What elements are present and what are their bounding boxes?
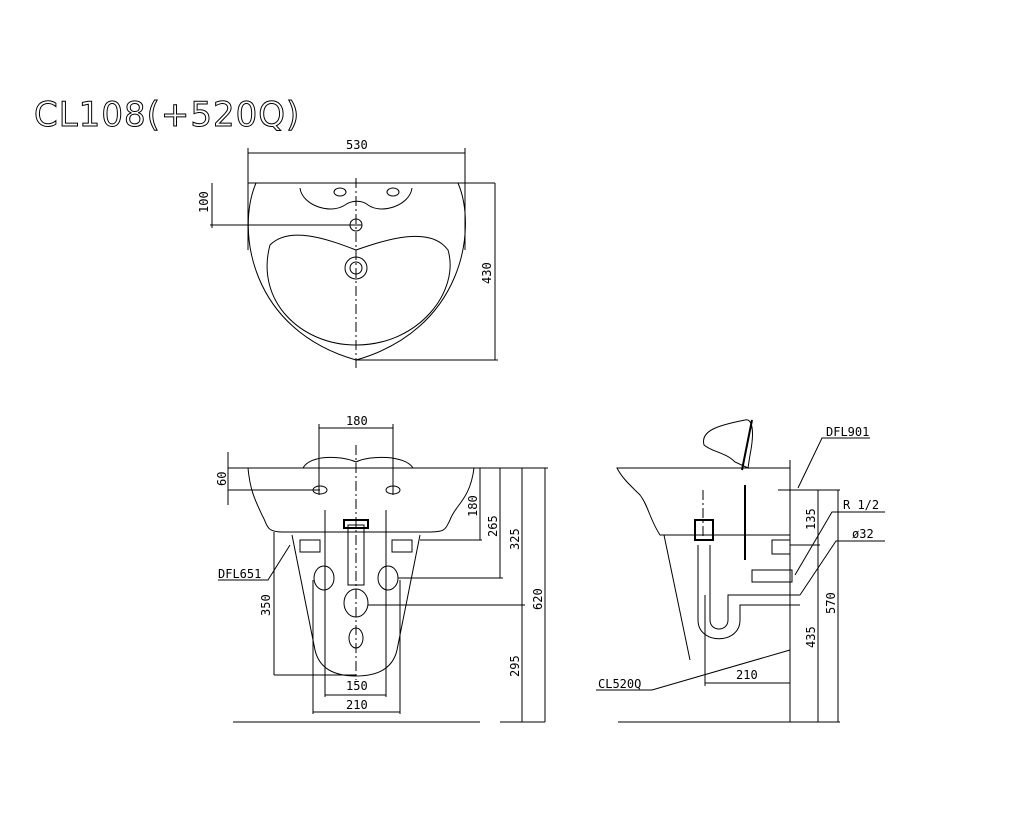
dim-150: 150: [346, 679, 368, 693]
dim-60: 60: [215, 472, 229, 486]
top-view: 530 100 430: [197, 138, 498, 368]
basin-outline: [247, 182, 466, 361]
faucet: [703, 419, 753, 469]
dim-210-side: 210: [736, 668, 758, 682]
p-trap: [697, 545, 800, 640]
basin-side: [616, 467, 791, 536]
dim-135: 135: [804, 508, 818, 530]
label-r-half: R 1/2: [843, 498, 879, 512]
dim-180-vertical: 180: [466, 495, 480, 517]
dim-530: 530: [346, 138, 368, 152]
dim-430: 430: [480, 262, 494, 284]
dim-100: 100: [197, 191, 211, 213]
front-view: 180 60 180 265 325 295 620 350 150 210: [215, 414, 548, 723]
dim-325: 325: [508, 528, 522, 550]
tap-deck-front: [302, 456, 414, 469]
pedestal-side: [663, 534, 691, 661]
drawing-title: CL108(+520Q): [34, 95, 300, 135]
side-view: 135 435 570 210 DFL901 R 1/2 ø32 CL520Q: [596, 419, 885, 723]
dim-570: 570: [824, 592, 838, 614]
dim-620: 620: [531, 588, 545, 610]
dim-180-horizontal: 180: [346, 414, 368, 428]
dim-435: 435: [804, 626, 818, 648]
dim-295: 295: [508, 655, 522, 677]
bowl: [266, 234, 451, 346]
dim-350: 350: [259, 594, 273, 616]
label-dfl901: DFL901: [826, 425, 869, 439]
label-cl520q: CL520Q: [598, 677, 641, 691]
dim-265: 265: [486, 515, 500, 537]
dim-210: 210: [346, 698, 368, 712]
basin-front: [247, 467, 475, 533]
label-dfl651: DFL651: [218, 567, 261, 581]
label-pipe-32: ø32: [852, 527, 874, 541]
tap-deck: [299, 187, 413, 210]
